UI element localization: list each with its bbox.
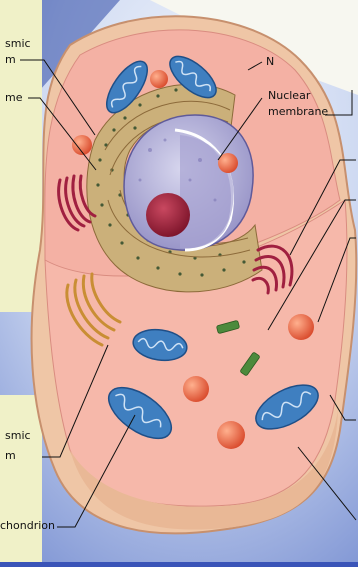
left-yellow-panel-lower [0,395,42,562]
label-cytoplasm-bottom-line2: m [5,450,16,462]
label-cytoplasm-top-line1: smic [5,38,31,50]
label-cytoplasm-top-line2: m [5,54,16,66]
nucleolus [146,193,190,237]
label-nuclear-membrane-line1: Nuclear [268,90,310,102]
label-left-mid: me [5,92,22,104]
label-cytoplasm-bottom-line1: smic [5,430,31,442]
label-top-cut: N [266,56,274,68]
label-nuclear-membrane-line2: membrane [268,106,328,118]
label-mitochondrion: chondrion [0,520,55,532]
